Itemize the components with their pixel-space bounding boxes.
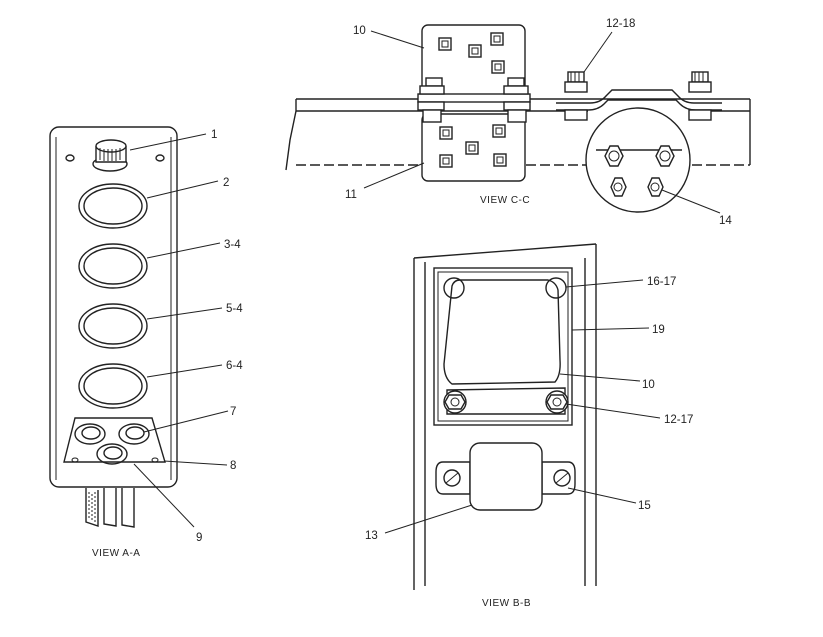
callout-7: 7 <box>230 406 236 418</box>
callout-10-b: 10 <box>642 379 655 391</box>
caption-view-c-c: VIEW C-C <box>480 195 530 206</box>
callout-13: 13 <box>365 530 378 542</box>
callout-10-c: 10 <box>353 25 366 37</box>
mounting-bracket <box>421 24 526 182</box>
channel-left <box>413 258 426 590</box>
view-c-c: 10 11 12-18 14 VIEW C-C <box>285 18 751 227</box>
callout-6-4: 6-4 <box>226 360 243 372</box>
o-ring-2 <box>78 183 148 229</box>
view-b-b: 16-17 19 10 12-17 15 13 VIEW B-B <box>365 243 693 609</box>
callout-9: 9 <box>196 532 202 544</box>
tube-clamp <box>556 71 722 121</box>
o-ring-5 <box>78 303 148 349</box>
knob <box>92 139 128 172</box>
mounting-plate <box>433 267 573 426</box>
control-panel-plate <box>49 126 178 488</box>
callout-12-17: 12-17 <box>664 414 693 426</box>
o-ring-3 <box>78 243 148 289</box>
callout-5-4: 5-4 <box>226 303 243 315</box>
clamp-bar <box>417 93 531 103</box>
screw-icon <box>65 154 75 162</box>
callout-8: 8 <box>230 460 236 472</box>
callout-16-17: 16-17 <box>647 276 676 288</box>
bolt-left <box>417 77 445 123</box>
callout-2: 2 <box>223 177 229 189</box>
callout-1: 1 <box>211 129 217 141</box>
bolt-right <box>503 77 531 123</box>
callout-11: 11 <box>345 189 357 201</box>
relay-box <box>435 442 576 511</box>
callout-12-18: 12-18 <box>606 18 635 30</box>
callout-14: 14 <box>719 215 732 227</box>
cable-gland-plate <box>63 417 166 465</box>
view-a-a: 1 2 3-4 5-4 6-4 7 8 9 VIEW A-A <box>49 126 243 559</box>
round-bracket <box>585 107 691 213</box>
cables <box>85 488 135 528</box>
callout-19: 19 <box>652 324 665 336</box>
o-ring-6 <box>78 363 148 409</box>
callout-15: 15 <box>638 500 651 512</box>
channel-right <box>584 244 597 586</box>
callout-3-4: 3-4 <box>224 239 241 251</box>
caption-view-a-a: VIEW A-A <box>92 548 140 559</box>
screw-icon <box>155 154 165 162</box>
caption-view-b-b: VIEW B-B <box>482 598 531 609</box>
